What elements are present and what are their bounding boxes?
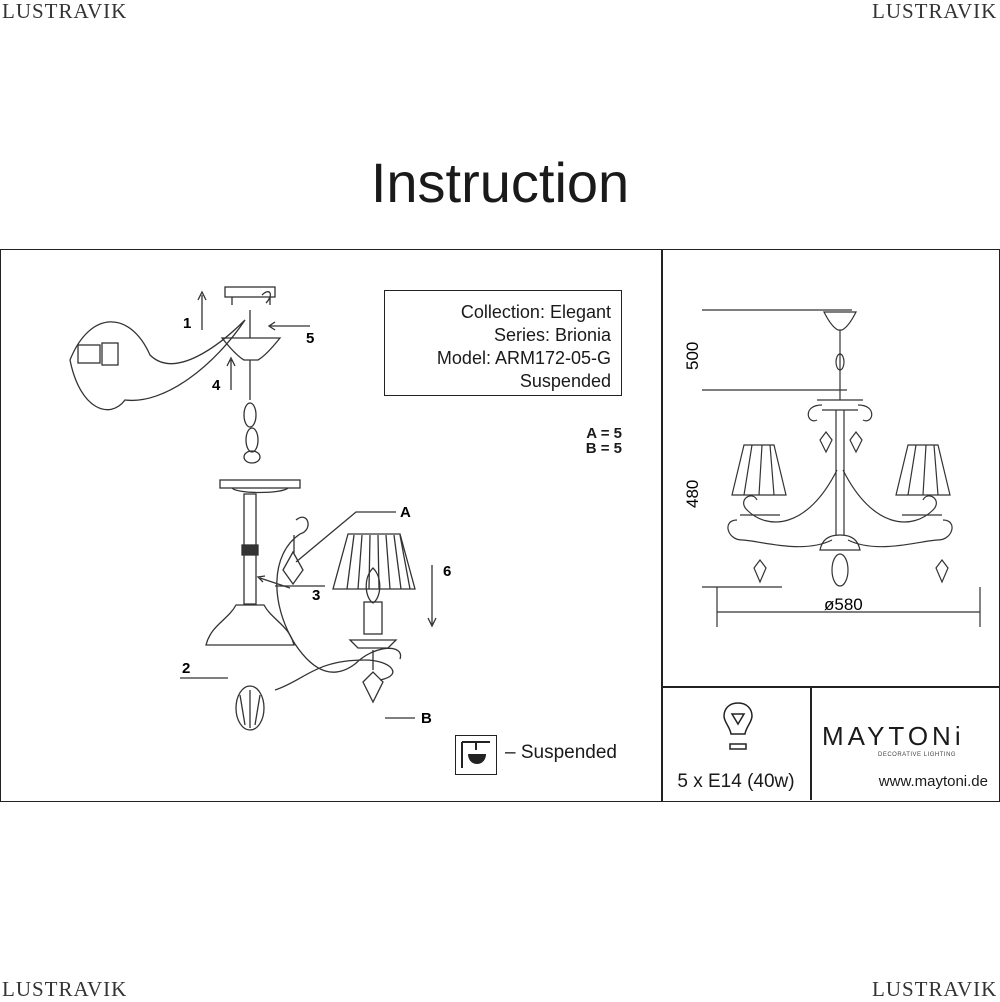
watermark-logo-top-left: LUSTRAVIK: [2, 0, 128, 23]
series-label: Series: Brionia: [493, 325, 611, 345]
light-bulb-icon: [723, 702, 753, 750]
dimension-drawing: 500 480 ø580: [683, 309, 981, 627]
dimension-top: 500: [683, 342, 702, 370]
dimension-diameter: ø580: [824, 595, 863, 614]
divider: [661, 686, 1000, 688]
dimension-body: 480: [683, 480, 702, 508]
callout-2: 2: [182, 660, 190, 677]
callout-b: B: [421, 710, 432, 727]
watermark-logo-bottom-right: LUSTRAVIK: [872, 977, 998, 1001]
suspended-legend: – Suspended: [505, 742, 617, 763]
callout-5: 5: [306, 330, 314, 347]
divider: [661, 249, 663, 801]
assembly-drawing: 1 5 4 A 6 3 2 B: [69, 286, 451, 731]
count-b: B = 5: [585, 440, 622, 457]
brand-logo: MAYTONi: [822, 721, 965, 751]
watermark-logo-top-right: LUSTRAVIK: [872, 0, 998, 23]
brand-tagline: DECORATIVE LIGHTING: [878, 752, 957, 758]
callout-4: 4: [212, 377, 221, 394]
brand-url[interactable]: www.maytoni.de: [878, 773, 988, 790]
callout-1: 1: [183, 315, 191, 332]
collection-label: Collection: Elegant: [460, 302, 611, 322]
product-info-box: Collection: Elegant Series: Brionia Mode…: [384, 290, 622, 396]
hook-detail: [69, 319, 246, 411]
callout-6: 6: [443, 563, 451, 580]
bulb-spec: 5 x E14 (40w): [677, 771, 795, 792]
page-title: Instruction: [370, 151, 630, 214]
callout-3: 3: [312, 587, 320, 604]
callout-a: A: [400, 504, 411, 521]
suspended-icon: [455, 735, 497, 775]
watermark-logo-bottom-left: LUSTRAVIK: [2, 977, 128, 1001]
divider: [810, 686, 812, 800]
model-label: Model: ARM172-05-G: [436, 348, 611, 368]
type-label: Suspended: [519, 371, 611, 391]
count-a: A = 5: [586, 425, 622, 442]
